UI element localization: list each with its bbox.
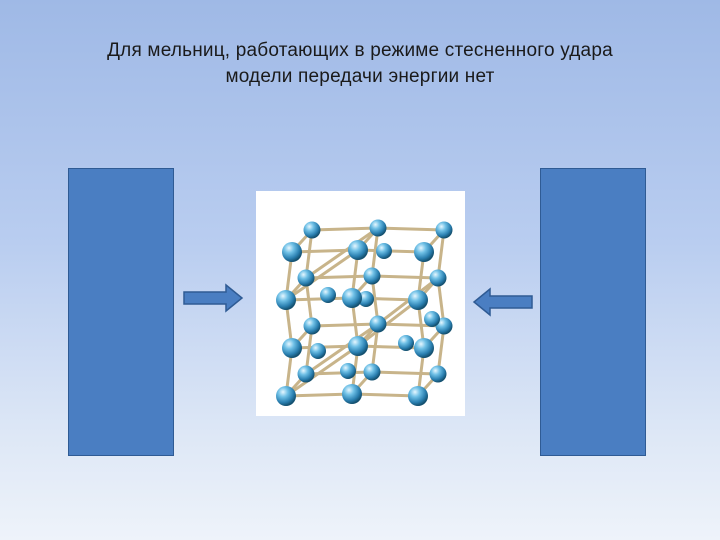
slide-title: Для мельниц, работающих в режиме стеснен…	[40, 38, 680, 90]
lattice-atom	[276, 290, 296, 310]
lattice-atom	[429, 365, 447, 383]
lattice-bond	[304, 274, 374, 280]
lattice-bond	[284, 344, 360, 398]
lattice-atom	[342, 384, 362, 404]
lattice-atom	[398, 335, 414, 351]
lattice-atom	[303, 317, 321, 335]
lattice-atom	[435, 221, 453, 239]
lattice-bond	[356, 344, 426, 350]
lattice-atom	[276, 386, 296, 406]
lattice-atom	[376, 243, 392, 259]
lattice-atom	[369, 219, 387, 237]
lattice-atom	[340, 363, 356, 379]
right-impact-plate	[540, 168, 646, 456]
lattice-bond	[290, 248, 360, 254]
lattice-atom	[429, 269, 447, 287]
lattice-atom	[435, 317, 453, 335]
lattice-atom	[358, 291, 374, 307]
lattice-atom	[303, 221, 321, 239]
lattice-atom	[363, 363, 381, 381]
lattice-atom	[369, 315, 387, 333]
lattice-atom	[408, 290, 428, 310]
lattice-bond	[304, 370, 374, 376]
lattice-atom	[282, 338, 302, 358]
lattice-atom	[342, 288, 362, 308]
lattice-atoms	[276, 219, 453, 406]
right-arrow-icon	[183, 283, 244, 313]
crystal-lattice-svg	[276, 219, 453, 406]
lattice-bond	[290, 344, 360, 350]
lattice-bond	[376, 226, 446, 232]
left-arrow-icon	[472, 287, 533, 317]
lattice-bond	[284, 296, 354, 302]
left-impact-plate	[68, 168, 174, 456]
lattice-bond	[370, 274, 440, 280]
lattice-bond	[310, 226, 380, 232]
lattice-bond	[304, 322, 380, 376]
lattice-atom	[348, 240, 368, 260]
lattice-atom	[282, 242, 302, 262]
crystal-lattice-image	[256, 191, 465, 416]
lattice-atom	[297, 269, 315, 287]
lattice-atom	[320, 287, 336, 303]
lattice-atom	[408, 386, 428, 406]
lattice-atom	[363, 267, 381, 285]
lattice-bond	[284, 248, 360, 302]
lattice-bond	[310, 322, 380, 328]
lattice-bond	[304, 226, 380, 280]
lattice-bond	[370, 370, 440, 376]
lattice-atom	[297, 365, 315, 383]
lattice-bond	[284, 392, 354, 398]
title-line-1: Для мельниц, работающих в режиме стеснен…	[107, 40, 613, 61]
lattice-atom	[424, 311, 440, 327]
lattice-bond	[350, 392, 420, 398]
lattice-atom	[348, 336, 368, 356]
lattice-atom	[414, 338, 434, 358]
title-line-2: модели передачи энергии нет	[225, 66, 495, 87]
lattice-atom	[414, 242, 434, 262]
lattice-atom	[310, 343, 326, 359]
